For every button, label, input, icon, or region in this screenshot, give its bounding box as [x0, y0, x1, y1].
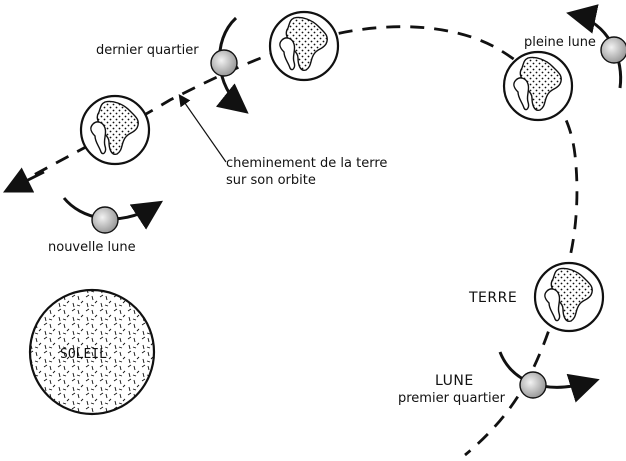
- moon-new: [64, 198, 158, 233]
- label-earth: TERRE: [468, 290, 517, 306]
- label-moon: LUNE: [435, 373, 474, 389]
- earth-globe-full-moon: [504, 52, 572, 120]
- label-path-line2: sur son orbite: [226, 173, 316, 188]
- label-path-line1: cheminement de la terre: [226, 156, 387, 171]
- label-sun: SOLEIL: [60, 347, 107, 362]
- moon-last-quarter: [211, 18, 244, 110]
- label-first-quarter: premier quartier: [398, 391, 506, 406]
- moon-full: [572, 14, 626, 88]
- orbit-direction-arrow: [8, 172, 44, 190]
- label-full-moon: pleine lune: [524, 35, 596, 50]
- earth-globe-new-moon: [81, 96, 149, 164]
- label-last-quarter: dernier quartier: [96, 43, 199, 58]
- label-new-moon: nouvelle lune: [48, 240, 136, 255]
- earth-globe-first-quarter: [535, 263, 603, 331]
- orbit-annotation-leader: [180, 96, 226, 162]
- earth-globe-last-quarter: [270, 12, 338, 80]
- moon-first-quarter: [500, 352, 594, 398]
